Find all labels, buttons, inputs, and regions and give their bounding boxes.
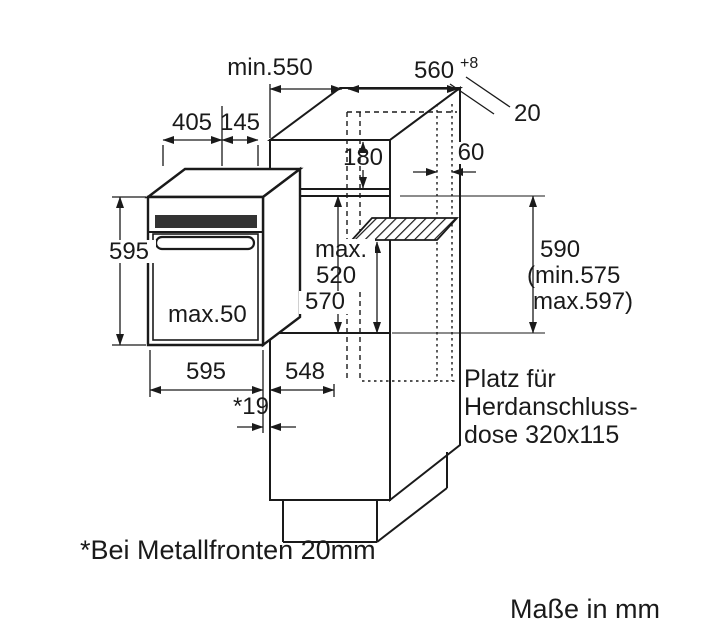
cabinet-right-face (389, 86, 461, 503)
label-bg-520 (313, 265, 375, 288)
dim-oven-height-label: 595 (109, 238, 149, 265)
plinth-slant (376, 487, 448, 543)
dim-60-label: 60 (458, 139, 485, 166)
oven-unit (144, 166, 304, 348)
units-note: Maße in mm (510, 594, 660, 624)
wall-line-a (449, 83, 495, 115)
dimension-annotations: min.550 560 +8 20 405 145 180 60 595 (102, 54, 633, 433)
dim-niche-height-min-label: (min.575 (527, 262, 620, 289)
dim-niche-height-label: 590 (540, 236, 580, 263)
label-bg-570 (299, 291, 353, 314)
dim-180-label: 180 (343, 144, 383, 171)
dim-niche-height-max-label: max.597) (533, 288, 633, 315)
dim-145-label: 145 (220, 109, 260, 136)
dim-19-label: *19 (233, 393, 269, 420)
socket-note-line2: Herdanschluss- (464, 393, 638, 421)
oven-right-face (261, 166, 302, 348)
dim-520-label: 520 (316, 262, 356, 289)
footnote-metal-fronts: *Bei Metallfronten 20mm (80, 535, 376, 565)
socket-note-line3: dose 320x115 (464, 421, 619, 449)
dim-405-label: 405 (172, 109, 212, 136)
wall-line-b (465, 76, 511, 108)
dim-max50-label: max.50 (168, 301, 247, 328)
dim-niche-width-tolerance: +8 (460, 55, 478, 72)
label-bg-60 (454, 142, 490, 164)
label-bg-max (313, 239, 375, 262)
oven-door-handle (154, 235, 256, 251)
dim-niche-depth-label: min.550 (227, 54, 312, 81)
socket-note-line1: Platz für (464, 365, 556, 393)
dim-548-label: 548 (285, 358, 325, 385)
oven-door-outline (152, 233, 259, 341)
dim-wall-gap-label: 20 (514, 100, 541, 127)
dim-oven-width-label: 595 (186, 358, 226, 385)
control-panel-strip (155, 215, 257, 228)
dim-max-prefix-label: max. (315, 236, 367, 263)
dim-niche-width-label: 560 (414, 57, 454, 84)
connection-box-hatched-area (349, 217, 460, 241)
dim-570-label: 570 (305, 288, 345, 315)
label-bg-oven-height (102, 240, 156, 263)
text-annotations: Platz für Herdanschluss- dose 320x115 *B… (80, 365, 660, 624)
